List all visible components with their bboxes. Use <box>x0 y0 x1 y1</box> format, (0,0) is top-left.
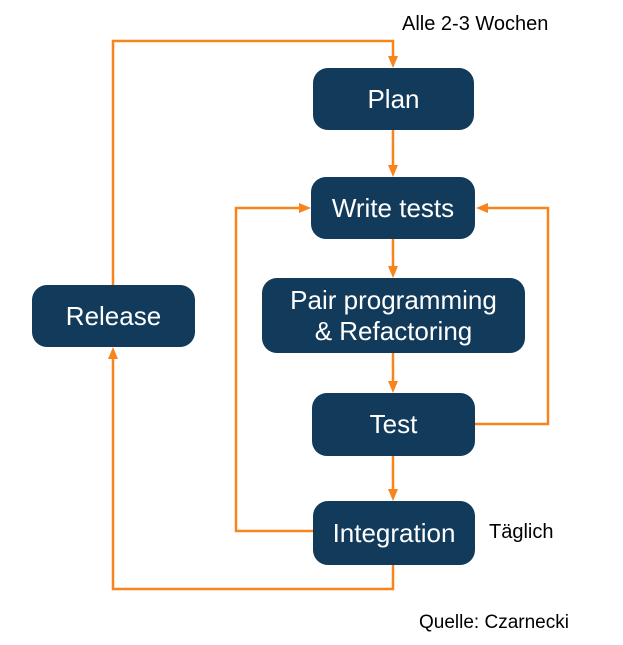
node-test-label: Test <box>369 409 418 440</box>
arrow-release-to-plan <box>111 39 398 285</box>
node-integration: Integration <box>313 501 475 565</box>
arrow-test-to-write-tests-loop <box>475 203 550 426</box>
node-test: Test <box>312 393 475 456</box>
node-pair-programming-refactoring: Pair programming & Refactoring <box>262 278 525 353</box>
cycle-duration-note: Alle 2-3 Wochen <box>402 13 549 35</box>
node-write-tests-label: Write tests <box>331 192 455 223</box>
node-pair-programming-refactoring-label: Pair programming & Refactoring <box>290 284 497 346</box>
arrow-integration-to-release <box>108 347 395 591</box>
arrow-test-to-integration <box>388 456 398 501</box>
node-write-tests: Write tests <box>311 177 475 239</box>
node-integration-label: Integration <box>332 517 456 548</box>
node-plan-label: Plan <box>367 83 420 114</box>
node-release: Release <box>32 285 195 347</box>
source-credit: Quelle: Czarnecki <box>419 612 569 633</box>
arrow-integration-to-write-tests-loop <box>234 203 313 533</box>
arrow-write-tests-to-pair <box>388 239 398 278</box>
arrow-plan-to-write-tests <box>388 130 398 177</box>
daily-note: Täglich <box>489 521 554 543</box>
node-plan: Plan <box>313 68 474 130</box>
arrow-pair-to-test <box>388 353 398 393</box>
node-release-label: Release <box>65 300 162 331</box>
